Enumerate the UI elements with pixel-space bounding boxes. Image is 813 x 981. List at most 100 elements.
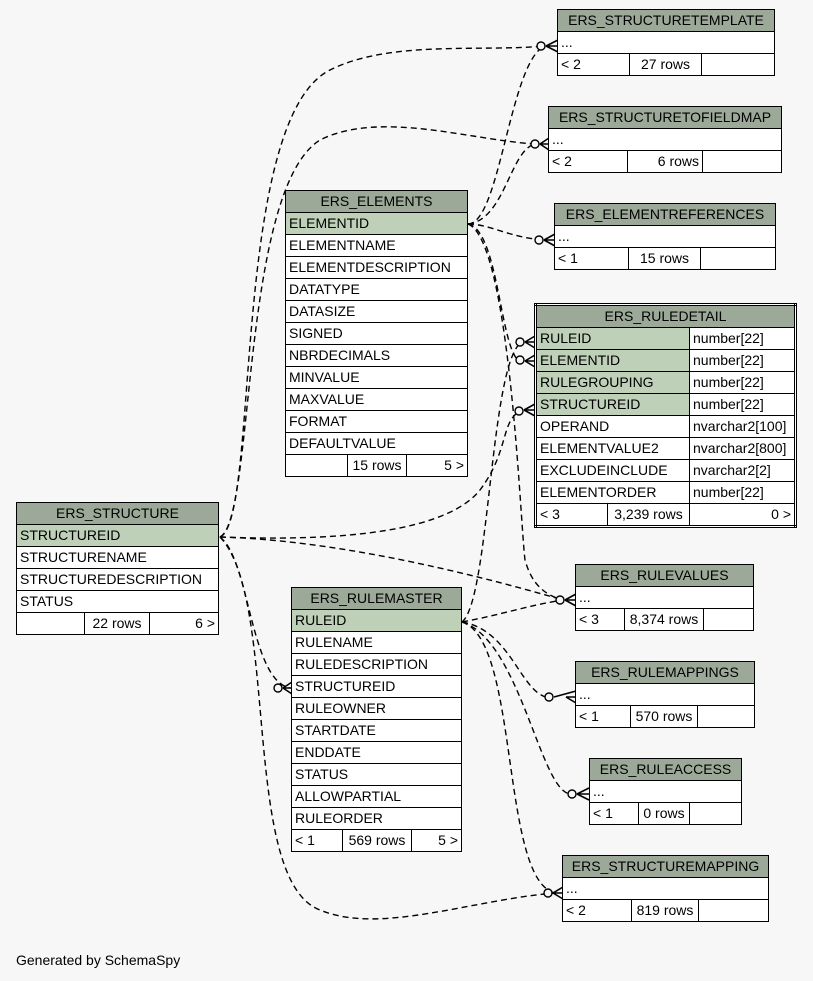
table-title[interactable]: ERS_STRUCTURETOFIELDMAP bbox=[548, 106, 782, 129]
table-ers-structuretofieldmap[interactable]: ERS_STRUCTURETOFIELDMAP ... < 2 6 rows bbox=[548, 106, 782, 173]
row-count: 22 rows bbox=[84, 612, 150, 635]
table-title[interactable]: ERS_ELEMENTREFERENCES bbox=[554, 203, 776, 226]
column-row[interactable]: STRUCTUREID bbox=[291, 675, 462, 698]
column-row[interactable]: STARTDATE bbox=[291, 719, 462, 742]
children-count[interactable] bbox=[700, 247, 776, 270]
table-title[interactable]: ERS_STRUCTUREMAPPING bbox=[562, 855, 769, 878]
column-row[interactable]: RULENAME bbox=[291, 631, 462, 654]
parents-count[interactable]: < 1 bbox=[554, 247, 629, 270]
link-elements-structuretemplate bbox=[467, 45, 546, 225]
column-row[interactable]: SIGNED bbox=[285, 322, 468, 345]
children-count[interactable] bbox=[689, 802, 742, 825]
table-title[interactable]: ERS_RULEVALUES bbox=[575, 564, 754, 587]
table-title[interactable]: ERS_RULEMASTER bbox=[291, 587, 462, 610]
column-name[interactable]: EXCLUDEINCLUDE bbox=[535, 459, 690, 482]
column-type: nvarchar2[2] bbox=[689, 459, 796, 482]
table-ers-ruleaccess[interactable]: ERS_RULEACCESS ... < 1 0 rows bbox=[589, 758, 742, 825]
table-ers-rulemaster[interactable]: ERS_RULEMASTER RULEID RULENAME RULEDESCR… bbox=[291, 587, 462, 852]
parents-count[interactable]: < 2 bbox=[562, 899, 632, 922]
table-ers-rulemappings[interactable]: ERS_RULEMAPPINGS ... < 1 570 rows bbox=[575, 661, 755, 728]
column-name[interactable]: ELEMENTVALUE2 bbox=[535, 437, 690, 460]
column-row[interactable]: STRUCTURENAME bbox=[16, 546, 219, 569]
column-name[interactable]: OPERAND bbox=[535, 415, 690, 438]
children-count[interactable]: 6 > bbox=[149, 612, 219, 635]
parents-count[interactable]: < 2 bbox=[557, 53, 630, 76]
column-row[interactable]: RULEORDER bbox=[291, 807, 462, 830]
children-count[interactable]: 5 > bbox=[411, 829, 462, 852]
column-type: number[22] bbox=[689, 349, 796, 372]
column-row[interactable]: DATASIZE bbox=[285, 300, 468, 323]
row-count: 27 rows bbox=[629, 53, 702, 76]
parents-count[interactable]: < 1 bbox=[291, 829, 343, 852]
row-count: 15 rows bbox=[628, 247, 701, 270]
column-row[interactable]: STATUS bbox=[291, 763, 462, 786]
link-rulemaster-structuremapping bbox=[461, 621, 556, 894]
column-name[interactable]: ELEMENTORDER bbox=[535, 481, 690, 504]
columns-ellipsis: ... bbox=[575, 586, 754, 609]
parents-count[interactable]: < 3 bbox=[575, 608, 625, 631]
link-structure-rulevalues bbox=[219, 536, 564, 601]
row-count: 570 rows bbox=[630, 705, 698, 728]
column-row[interactable]: MAXVALUE bbox=[285, 388, 468, 411]
column-row[interactable]: ELEMENTNAME bbox=[285, 234, 468, 257]
link-elements-rulevalues bbox=[467, 223, 564, 601]
columns-ellipsis: ... bbox=[562, 877, 769, 900]
column-row[interactable]: ENDDATE bbox=[291, 741, 462, 764]
column-type: number[22] bbox=[689, 327, 796, 350]
column-row[interactable]: STATUS bbox=[16, 590, 219, 613]
parents-count[interactable] bbox=[16, 612, 85, 635]
generated-by-footer: Generated by SchemaSpy bbox=[16, 952, 181, 968]
children-count[interactable]: 5 > bbox=[406, 454, 468, 477]
column-row[interactable]: ALLOWPARTIAL bbox=[291, 785, 462, 808]
column-name[interactable]: RULEGROUPING bbox=[535, 371, 690, 394]
columns-ellipsis: ... bbox=[589, 780, 742, 803]
table-ers-structure[interactable]: ERS_STRUCTURE STRUCTUREID STRUCTURENAME … bbox=[16, 502, 219, 635]
children-count[interactable] bbox=[701, 53, 775, 76]
table-ers-structuremapping[interactable]: ERS_STRUCTUREMAPPING ... < 2 819 rows bbox=[562, 855, 769, 922]
table-ers-structuretemplate[interactable]: ERS_STRUCTURETEMPLATE ... < 2 27 rows bbox=[557, 9, 775, 76]
column-row[interactable]: STRUCTUREID bbox=[16, 524, 219, 547]
column-row[interactable]: STRUCTUREDESCRIPTION bbox=[16, 568, 219, 591]
link-rulemaster-rulemappings bbox=[461, 621, 547, 698]
table-ers-rulevalues[interactable]: ERS_RULEVALUES ... < 3 8,374 rows bbox=[575, 564, 754, 631]
column-name[interactable]: RULEID bbox=[535, 327, 690, 350]
column-row[interactable]: DATATYPE bbox=[285, 278, 468, 301]
row-count: 8,374 rows bbox=[624, 608, 704, 631]
column-row[interactable]: ELEMENTDESCRIPTION bbox=[285, 256, 468, 279]
table-title[interactable]: ERS_RULEMAPPINGS bbox=[575, 661, 755, 684]
parents-count[interactable] bbox=[285, 454, 348, 477]
column-name[interactable]: ELEMENTID bbox=[535, 349, 690, 372]
column-row[interactable]: FORMAT bbox=[285, 410, 468, 433]
column-row[interactable]: MINVALUE bbox=[285, 366, 468, 389]
parents-count[interactable]: < 1 bbox=[575, 705, 631, 728]
children-count[interactable] bbox=[697, 705, 755, 728]
column-type: number[22] bbox=[689, 371, 796, 394]
column-row[interactable]: DEFAULTVALUE bbox=[285, 432, 468, 455]
children-count[interactable]: 0 > bbox=[689, 503, 796, 527]
table-title[interactable]: ERS_RULEDETAIL bbox=[535, 304, 796, 328]
parents-count[interactable]: < 1 bbox=[589, 802, 639, 825]
table-ers-elementreferences[interactable]: ERS_ELEMENTREFERENCES ... < 1 15 rows bbox=[554, 203, 776, 270]
column-row[interactable]: RULEDESCRIPTION bbox=[291, 653, 462, 676]
parents-count[interactable]: < 2 bbox=[548, 150, 628, 173]
table-title[interactable]: ERS_STRUCTURE bbox=[16, 502, 219, 525]
link-rulemaster-rulevalues bbox=[461, 599, 564, 623]
link-elements-elementreferences bbox=[467, 223, 546, 241]
parents-count[interactable]: < 3 bbox=[535, 503, 608, 527]
table-title[interactable]: ERS_ELEMENTS bbox=[285, 190, 468, 213]
link-elements-structuretofieldmap bbox=[467, 143, 536, 225]
children-count[interactable] bbox=[698, 899, 769, 922]
row-count: 569 rows bbox=[342, 829, 412, 852]
column-row[interactable]: RULEOWNER bbox=[291, 697, 462, 720]
children-count[interactable] bbox=[702, 150, 782, 173]
table-title[interactable]: ERS_STRUCTURETEMPLATE bbox=[557, 9, 775, 32]
link-structure-structuretofieldmap bbox=[219, 126, 536, 538]
column-row[interactable]: NBRDECIMALS bbox=[285, 344, 468, 367]
column-row[interactable]: RULEID bbox=[291, 609, 462, 632]
table-ers-elements[interactable]: ERS_ELEMENTS ELEMENTID ELEMENTNAME ELEME… bbox=[285, 190, 468, 477]
table-title[interactable]: ERS_RULEACCESS bbox=[589, 758, 742, 781]
column-name[interactable]: STRUCTUREID bbox=[535, 393, 690, 416]
column-row[interactable]: ELEMENTID bbox=[285, 212, 468, 235]
children-count[interactable] bbox=[703, 608, 754, 631]
